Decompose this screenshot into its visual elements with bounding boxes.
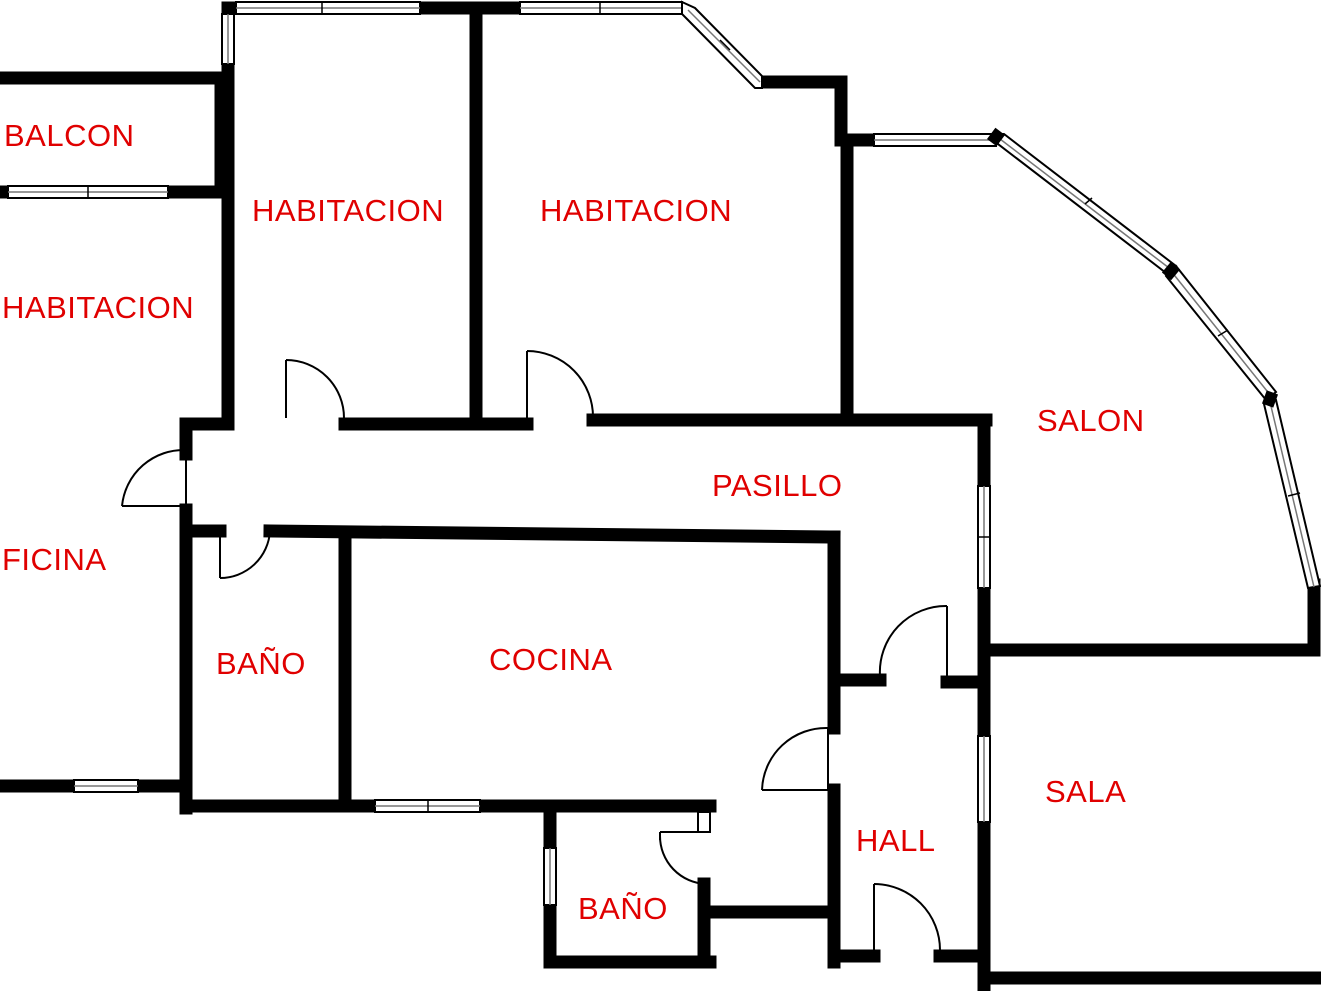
window — [977, 485, 991, 589]
wall — [977, 578, 1321, 657]
door — [219, 530, 271, 580]
window — [543, 847, 557, 906]
door — [658, 831, 707, 885]
window — [374, 799, 481, 813]
room-label-balcon: BALCON — [4, 118, 134, 153]
window — [977, 735, 991, 823]
windows — [7, 0, 1321, 906]
window — [519, 1, 683, 15]
window — [73, 779, 139, 793]
window — [7, 185, 169, 199]
door — [285, 359, 345, 419]
room-label-cocina: COCINA — [489, 642, 613, 677]
room-label-oficina: FICINA — [2, 542, 107, 577]
room-label-salon: SALON — [1037, 403, 1145, 438]
room-label-habitacion-1: HABITACION — [252, 193, 444, 228]
room-label-habitacion-3: HABITACION — [2, 290, 194, 325]
doors — [121, 350, 948, 956]
room-label-sala: SALA — [1045, 774, 1126, 809]
window — [221, 13, 235, 65]
room-label-bano-1: BAÑO — [216, 646, 306, 681]
window-joint — [986, 127, 1279, 408]
room-label-pasillo: PASILLO — [712, 468, 842, 503]
window — [873, 133, 997, 147]
room-labels: BALCON HABITACION HABITACION HABITACION … — [2, 118, 1145, 926]
window — [681, 0, 763, 89]
door — [526, 350, 595, 419]
wall — [263, 524, 841, 544]
window — [235, 1, 421, 15]
door — [761, 726, 829, 791]
room-label-bano-2: BAÑO — [578, 891, 668, 926]
door — [873, 883, 941, 956]
window — [697, 811, 711, 833]
door — [121, 448, 187, 510]
room-label-habitacion-2: HABITACION — [540, 193, 732, 228]
door — [878, 604, 948, 682]
room-label-hall: HALL — [856, 823, 936, 858]
wall — [179, 417, 235, 461]
